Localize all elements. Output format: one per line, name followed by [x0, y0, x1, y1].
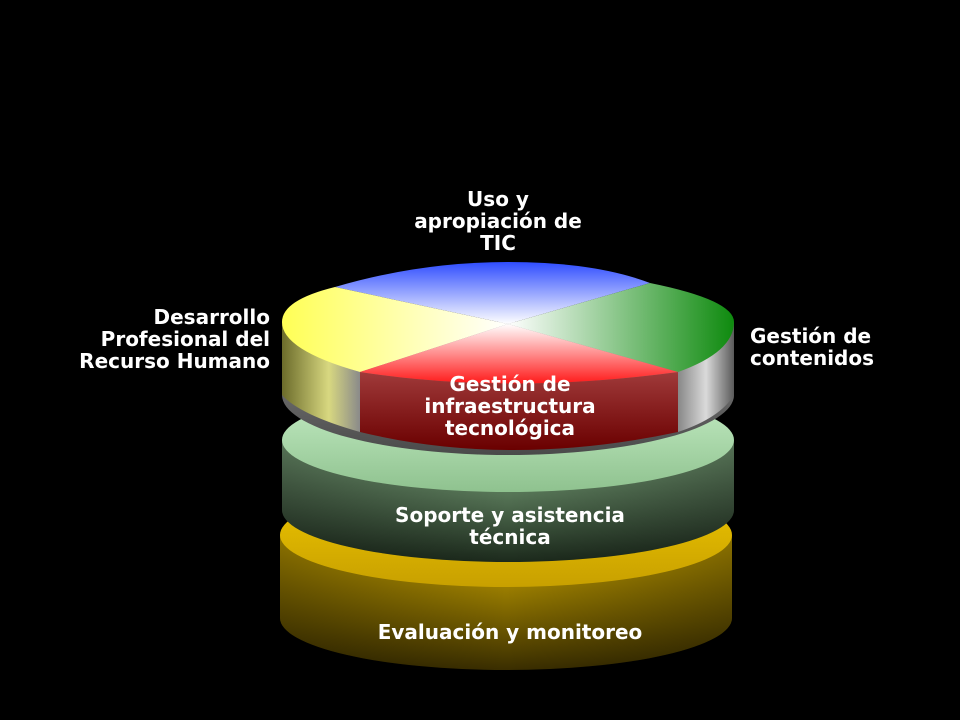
label-front-line-1: Gestión de [449, 372, 571, 396]
label-bottom-layer: Evaluación y monitoreo [340, 621, 680, 643]
label-top-line-1: Uso y [467, 187, 529, 211]
label-left-line-3: Recurso Humano [79, 349, 270, 373]
label-left-line-2: Profesional del [100, 327, 270, 351]
label-top-line-3: TIC [480, 231, 516, 255]
label-left-line-1: Desarrollo [153, 305, 270, 329]
label-left: Desarrollo Profesional del Recurso Human… [30, 306, 270, 372]
label-top: Uso y apropiación de TIC [398, 188, 598, 254]
label-middle-layer: Soporte y asistencia técnica [360, 504, 660, 548]
label-front-line-2: infraestructura [424, 394, 596, 418]
label-bottom-line-1: Evaluación y monitoreo [377, 620, 643, 644]
label-middle-line-2: técnica [469, 525, 551, 549]
label-right-line-1: Gestión de [750, 324, 872, 348]
top-disc [282, 262, 734, 455]
label-right-line-2: contenidos [750, 346, 875, 370]
label-front-line-3: tecnológica [444, 416, 576, 440]
label-right: Gestión de contenidos [750, 325, 940, 369]
label-front: Gestión de infraestructura tecnológica [398, 373, 622, 439]
label-middle-line-1: Soporte y asistencia [395, 503, 625, 527]
label-top-line-2: apropiación de [414, 209, 582, 233]
